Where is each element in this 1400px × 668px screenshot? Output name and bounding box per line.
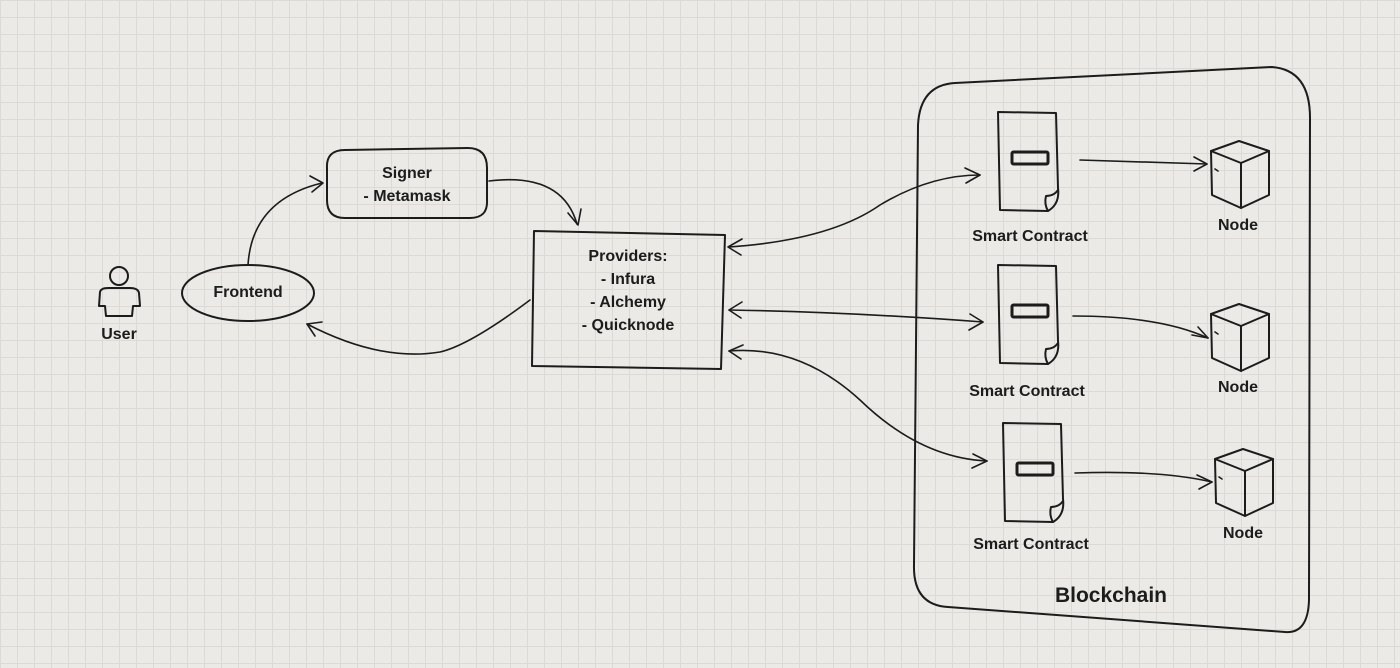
- signer-box: [325, 147, 489, 219]
- smart-contract-label: Smart Contract: [969, 383, 1085, 400]
- providers-title: Providers:: [588, 248, 668, 265]
- connector-arrows: [247, 156, 1213, 490]
- smart-contract-label: Smart Contract: [972, 228, 1088, 245]
- provider-item: - Quicknode: [581, 317, 675, 334]
- user-icon: [98, 266, 141, 317]
- node-label: Node: [1218, 379, 1258, 396]
- smart-contract-icon: [996, 263, 1060, 366]
- blockchain-label: Blockchain: [1054, 584, 1168, 607]
- smart-contract-label: Smart Contract: [973, 536, 1089, 553]
- providers-box: [531, 230, 726, 370]
- provider-item: - Alchemy: [590, 294, 666, 311]
- smart-contract-icon: [1001, 421, 1065, 524]
- provider-item: - Infura: [600, 271, 656, 288]
- smart-contract-icon: [996, 110, 1060, 213]
- node-label: Node: [1218, 217, 1258, 234]
- node-cube-icon: [1210, 303, 1270, 372]
- user-label: User: [101, 326, 137, 343]
- node-cube-icon: [1214, 448, 1274, 517]
- node-cube-icon: [1210, 140, 1270, 209]
- signer-detail: - Metamask: [363, 188, 451, 205]
- frontend-label: Frontend: [213, 284, 283, 301]
- signer-title: Signer: [382, 165, 432, 182]
- blockchain-container: [912, 66, 1311, 634]
- node-label: Node: [1223, 525, 1263, 542]
